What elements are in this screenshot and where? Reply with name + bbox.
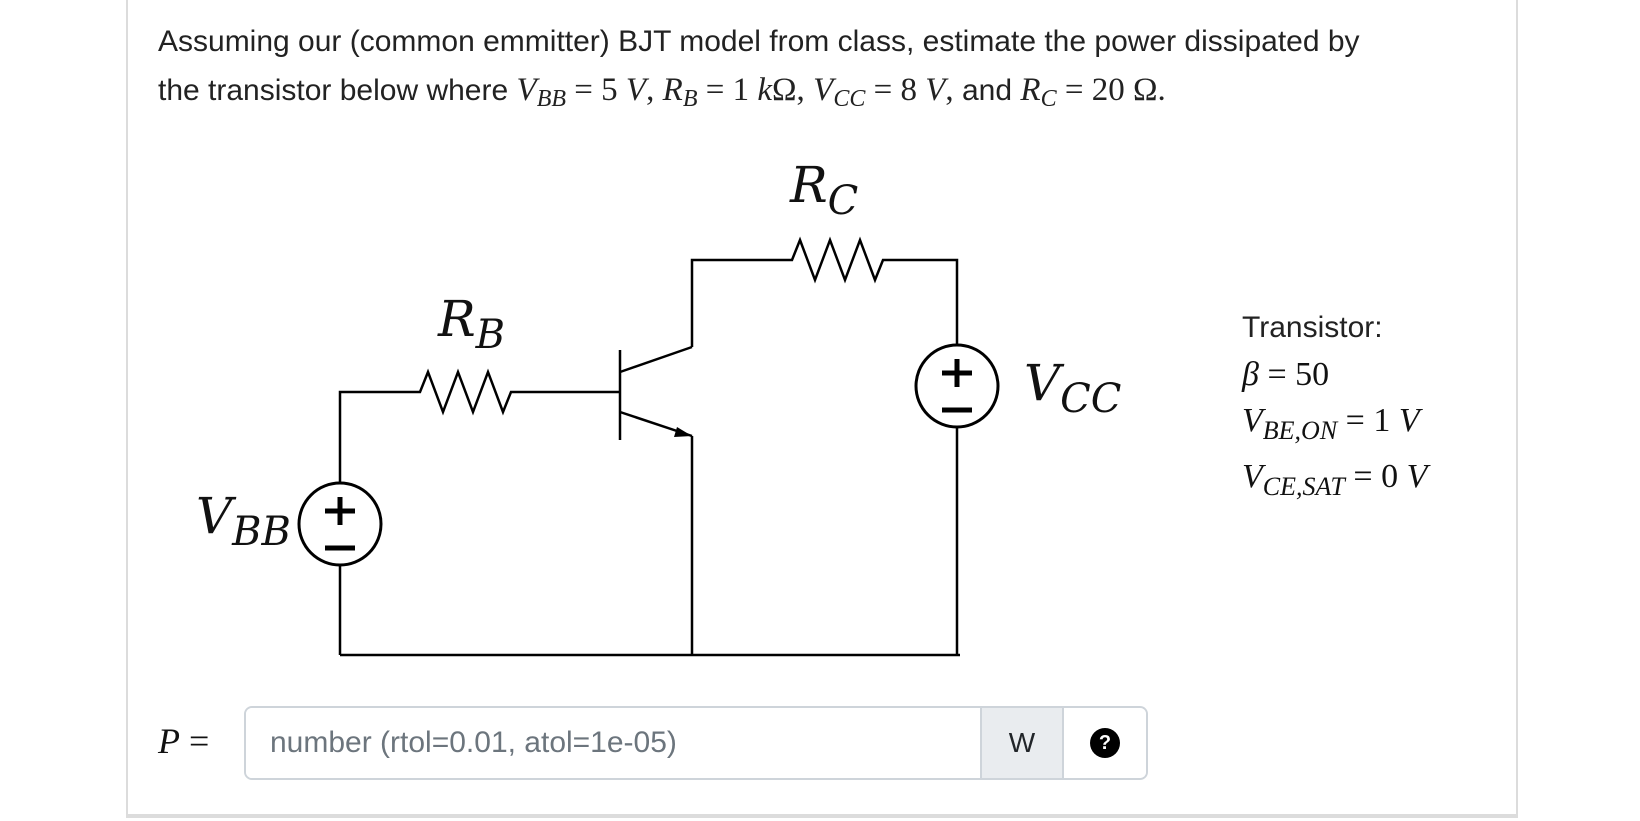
answer-label: P = <box>158 721 210 761</box>
emitter-arrow <box>674 427 692 437</box>
question-line-2: the transistor below where VBB = 5 V, RB… <box>158 72 1166 112</box>
card-bottom-border <box>126 816 1518 818</box>
transistor-title: Transistor: <box>1242 311 1383 344</box>
help-icon[interactable]: ? <box>1090 728 1120 758</box>
question-text: Assuming our (common emmitter) BJT model… <box>158 18 1518 123</box>
rb-equation: RB = 1 kΩ, <box>662 72 805 112</box>
rb-resistor <box>380 368 620 416</box>
question-line-1: Assuming our (common emmitter) BJT model… <box>158 25 1360 58</box>
label-rb: RB <box>437 290 505 358</box>
beta-value: β = 50 <box>1242 356 1330 393</box>
transistor-collector <box>619 345 693 374</box>
circuit-diagram: RC RB VCC VBB <box>196 156 1121 657</box>
vbb-top-wire <box>338 390 380 483</box>
question-card <box>126 0 1518 816</box>
unit-label: W <box>980 708 1062 778</box>
vbe-on-value: VBE,ON = 1 V <box>1242 402 1420 445</box>
help-button[interactable]: ? <box>1062 708 1146 778</box>
label-vbb: VBB <box>196 487 291 555</box>
collector-wire <box>690 258 770 347</box>
rc-equation: RC = 20 Ω. <box>1020 72 1166 112</box>
vce-sat-value: VCE,SAT = 0 V <box>1242 458 1428 501</box>
answer-input-group: W ? <box>244 706 1148 780</box>
answer-row: P = W ? <box>158 706 1148 782</box>
label-rc: RC <box>789 156 858 224</box>
label-vcc: VCC <box>1024 354 1121 422</box>
vbb-equation: VBB = 5 V, <box>516 72 655 112</box>
rc-resistor <box>770 236 959 345</box>
vcc-equation: VCC = 8 V, <box>813 72 954 112</box>
transistor-parameters: Transistor: β = 50 VBE,ON = 1 V VCE,SAT … <box>1242 308 1522 510</box>
answer-input[interactable] <box>246 708 980 778</box>
